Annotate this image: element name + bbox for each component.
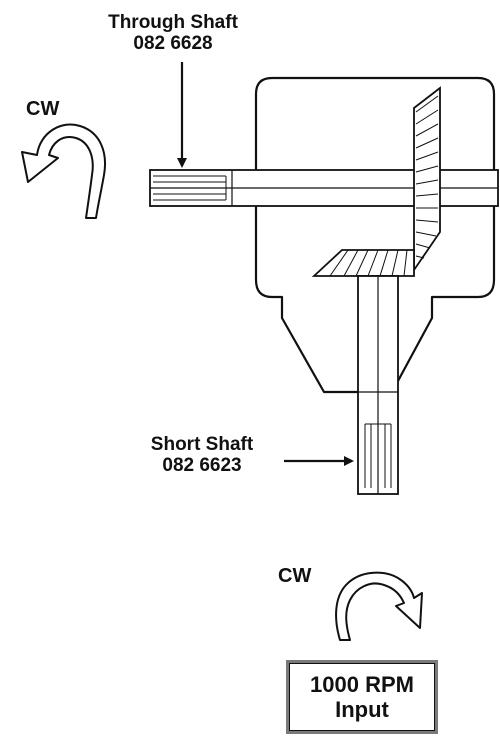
- short-shaft-name: Short Shaft: [150, 434, 254, 455]
- input-speed-box: 1000 RPM Input: [286, 660, 438, 734]
- through-shaft-label: Through Shaft 082 6628: [78, 12, 268, 55]
- input-speed-value: 1000 RPM: [310, 671, 414, 697]
- through-shaft-bevel-gear: [413, 86, 441, 273]
- short-shaft-cw-rotation-arrow: [335, 571, 423, 641]
- through-shaft-rotation-label: CW: [26, 98, 60, 120]
- short-shaft-rotation-label: CW: [278, 565, 312, 587]
- short-shaft-bevel-gear: [311, 249, 415, 277]
- through-shaft-part-number: 082 6628: [133, 33, 213, 55]
- short-shaft: [357, 275, 399, 495]
- input-speed-caption: Input: [335, 697, 389, 722]
- short-shaft-label: Short Shaft 082 6623: [122, 434, 282, 477]
- through-shaft-name: Through Shaft: [108, 12, 238, 33]
- through-shaft-cw-rotation-arrow: [21, 123, 106, 219]
- short-shaft-part-number: 082 6623: [162, 455, 242, 477]
- through-shaft: [149, 169, 499, 207]
